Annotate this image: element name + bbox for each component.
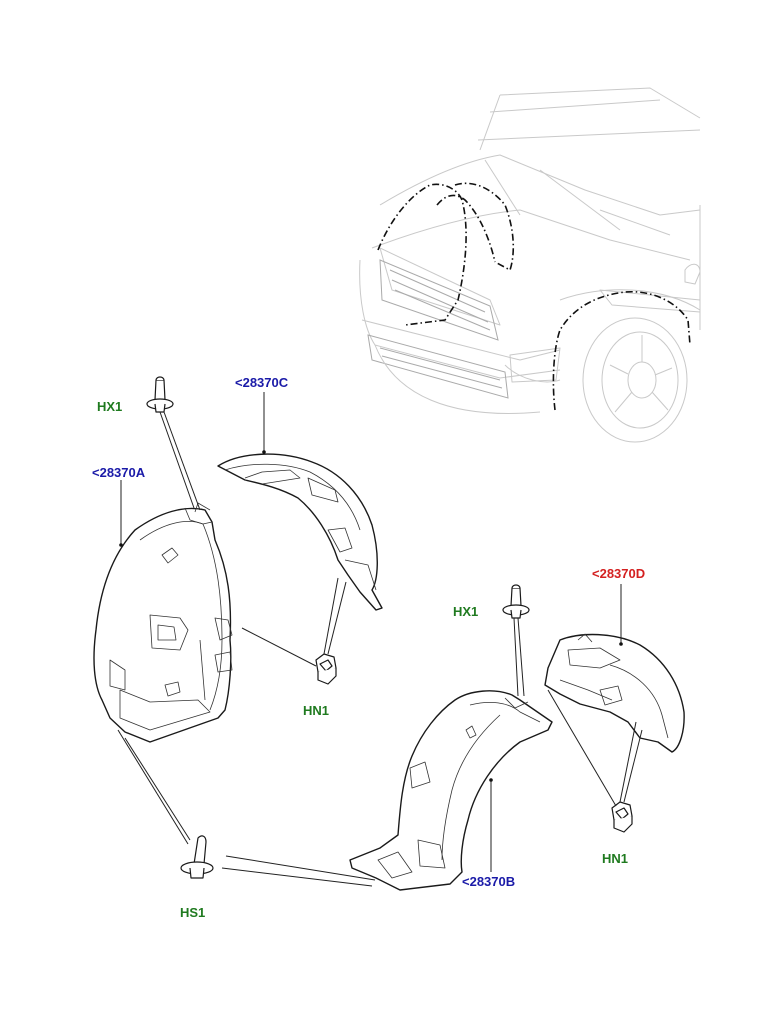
part-28370c-liner (217, 453, 383, 611)
fastener-hs1 (180, 835, 214, 879)
fastener-hx1-right (502, 584, 530, 619)
fastener-label-hn1-right: HN1 (602, 851, 629, 866)
part-28370d-liner (544, 633, 685, 753)
fastener-hx1-left (146, 376, 174, 413)
leader-lines (117, 392, 643, 887)
fastener-hn1-right (611, 801, 633, 833)
part-28370b-liner (349, 690, 553, 891)
fastener-label-hn1-left: HN1 (303, 703, 330, 718)
fastener-hn1-left (315, 653, 337, 685)
part-ref-28370b: <28370B (462, 874, 516, 889)
part-ref-28370a: <28370A (92, 465, 146, 480)
fastener-label-hs1: HS1 (180, 905, 206, 920)
fastener-label-hx1-right: HX1 (453, 604, 479, 619)
part-ref-28370d: <28370D (592, 566, 646, 581)
part-28370a-liner (93, 502, 233, 743)
vehicle-front-outline (359, 87, 701, 443)
fastener-label-hx1-left: HX1 (97, 399, 123, 414)
part-ref-28370c: <28370C (235, 375, 289, 390)
